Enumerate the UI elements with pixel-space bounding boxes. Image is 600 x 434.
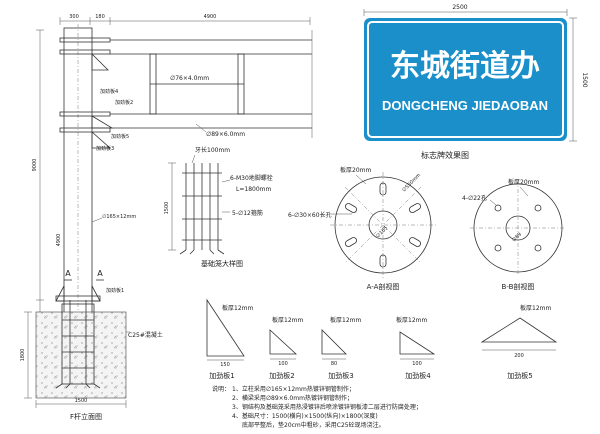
gusset-1-dim: 150 (220, 362, 230, 368)
gusset-4-dim: 100 (412, 361, 422, 367)
elevation-caption: F杆立面图 (70, 412, 102, 421)
dim-height-lower: 4900 (56, 234, 62, 247)
gusset-1: 板厚12mm 150 加劲板1 (206, 298, 253, 380)
gusset-5-dim: 200 (514, 353, 524, 359)
cage-label-stirrup: 5-∅12箍筋 (232, 209, 263, 217)
section-a-thickness: 板厚20mm (340, 166, 371, 174)
crossbar-spec: ∅76×4.0mm (170, 75, 209, 82)
sign-board (364, 18, 567, 141)
section-a-group: 板厚20mm ∅550mm ∅165 6-∅30×60长孔 A-A剖视图 (288, 166, 436, 291)
sign-title-en: DONGCHENG JIEDAOBAN (382, 98, 548, 113)
notes-line-4: 4、基础尺寸：1500(横向)×1500(纵向)×1800(深度) (232, 412, 378, 420)
sign-caption: 标志牌效果图 (421, 150, 469, 160)
dim-base-width: 1500 (75, 398, 88, 404)
notes-line-5: 底部平整后，垫20cm中粗砂，采用C25砼现场浇注。 (242, 421, 385, 429)
sign-width-dim: 2500 (452, 4, 467, 11)
section-b-inner-dim: ∅89 (511, 232, 523, 244)
gusset-2: 板厚12mm 100 加劲板2 (269, 316, 303, 380)
gusset-2-label: 加劲板2 (269, 371, 294, 380)
label-plate4: 加劲板4 (100, 88, 118, 95)
section-b-holes: 4-∅22孔 (462, 194, 487, 202)
gusset-2-dim: 100 (278, 361, 288, 367)
sign-height-dim: 1500 (581, 72, 588, 87)
gusset-3: 板厚12mm 80 加劲板3 (321, 316, 361, 380)
cage-title: 基础笼大样图 (201, 259, 243, 268)
section-mark-left: A (65, 269, 71, 278)
section-a-caption: A-A剖视图 (367, 282, 400, 291)
pole-elevation-group: 300 180 4900 9000 4900 ∅76×4.0mm ∅89×6.0… (20, 14, 313, 421)
notes-block: 说明： 1、立柱采用∅165×12mm热镀锌钢管制作； 2、横梁采用∅89×6.… (212, 385, 422, 429)
label-plate5: 加劲板5 (111, 133, 129, 140)
dim-top-left: 300 (69, 14, 79, 20)
gusset-3-label: 加劲板3 (328, 371, 353, 380)
cage-label-length: L=1800mm (236, 186, 271, 193)
cage-label-bolt: 6-M30地脚螺栓 (230, 174, 273, 182)
gusset-2-thickness: 板厚12mm (272, 316, 303, 324)
section-a-holes: 6-∅30×60长孔 (288, 211, 332, 219)
cage-label-top: 牙长100mm (195, 146, 230, 154)
section-b-thickness: 板厚20mm (508, 178, 539, 186)
label-plate3: 加劲板3 (96, 145, 114, 152)
concrete-label: C25#混凝土 (128, 331, 163, 339)
notes-line-2: 2、横梁采用∅89×6.0mm热镀锌钢管制作； (232, 394, 353, 402)
gusset-5: 板厚12mm 200 加劲板5 (480, 304, 558, 380)
gusset-4: 板厚12mm 100 加劲板4 (396, 316, 436, 380)
gusset-1-label: 加劲板1 (209, 371, 234, 380)
section-b-caption: B-B剖视图 (502, 282, 535, 291)
label-plate2: 加劲板2 (115, 99, 133, 106)
notes-heading: 说明： (212, 385, 230, 393)
section-a-inner-dim: ∅165 (375, 225, 389, 239)
gusset-1-thickness: 板厚12mm (222, 304, 253, 312)
pole-spec: ∅165×12mm (102, 214, 136, 220)
label-plate1: 加劲板1 (106, 287, 124, 294)
sign-title-cn: 东城街道办 (390, 49, 540, 84)
dim-top-right: 4900 (204, 14, 217, 20)
sign-panel-group: 2500 东城街道办 DONGCHENG JIEDAOBAN 1500 标志牌效… (363, 4, 588, 160)
gusset-4-thickness: 板厚12mm (396, 316, 427, 324)
arm-spec: ∅89×6.0mm (206, 131, 245, 138)
gusset-4-label: 加劲板4 (405, 371, 431, 380)
dim-top-mid: 180 (95, 14, 105, 20)
section-a-outer-dim: ∅550mm (401, 172, 422, 193)
dim-height-total: 9000 (32, 159, 38, 172)
gusset-3-thickness: 板厚12mm (330, 316, 361, 324)
gusset-5-thickness: 板厚12mm (520, 304, 551, 312)
notes-line-3: 3、钢结构及基础笼采用热浸镀锌后喷涂镀锌钢板漆二层进行防腐处理； (232, 403, 422, 411)
gusset-5-label: 加劲板5 (507, 371, 532, 380)
concrete-foundation (35, 311, 127, 399)
section-mark-right: A (97, 269, 103, 278)
dim-base-height: 1800 (20, 349, 26, 362)
gusset-3-dim: 80 (331, 361, 337, 367)
cage-dim-height: 1500 (164, 202, 170, 215)
notes-line-1: 1、立柱采用∅165×12mm热镀锌钢管制作； (232, 385, 355, 393)
section-b-group: 板厚20mm ∅89 4-∅22孔 B-B剖视图 (462, 178, 566, 291)
sign-board-border (367, 21, 564, 138)
cage-detail-group: 牙长100mm 1500 6-M30地脚螺栓 L=1800mm 5-∅12箍筋 … (164, 146, 273, 268)
